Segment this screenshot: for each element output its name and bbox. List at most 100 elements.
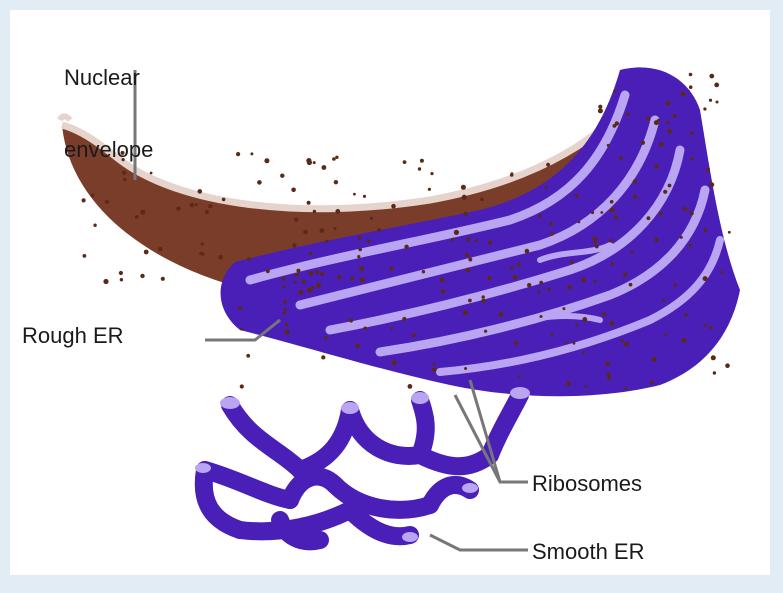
ribosome-dot	[283, 300, 287, 304]
ribosome-dot	[389, 267, 393, 271]
ribosome-dot	[538, 290, 541, 293]
ribosome-dot	[631, 250, 634, 253]
ribosome-dot	[624, 342, 629, 347]
ribosome-dot	[285, 323, 289, 327]
ribosome-dot	[462, 195, 467, 200]
ribosome-dot	[316, 283, 321, 288]
ribosome-dot	[575, 324, 578, 327]
ribosome-dot	[428, 188, 431, 191]
ribosome-dot	[609, 321, 614, 326]
ribosome-dot	[704, 229, 708, 233]
ribosome-dot	[464, 212, 468, 216]
ribosome-dot	[547, 288, 551, 292]
ribosome-dot	[510, 267, 513, 270]
ribosome-dot	[614, 215, 618, 219]
ribosome-dot	[709, 326, 713, 330]
ribosome-dot	[551, 333, 554, 336]
ribosome-dot	[320, 272, 324, 276]
ribosome-dot	[303, 230, 308, 235]
ribosome-dot	[709, 182, 714, 187]
ribosome-dot	[517, 262, 521, 266]
ribosome-dot	[295, 273, 299, 277]
ribosome-dot	[609, 239, 613, 243]
ribosome-dot	[690, 157, 693, 160]
ribosome-dot	[161, 277, 165, 281]
ribosome-dot	[480, 197, 484, 201]
ribosome-dot	[324, 336, 328, 340]
ribosome-dot	[335, 156, 338, 159]
ribosome-dot	[550, 232, 554, 236]
ribosome-dot	[538, 214, 541, 217]
ribosome-dot	[566, 381, 571, 386]
rough-er-label: Rough ER	[22, 324, 124, 348]
ribosome-dot	[728, 231, 731, 234]
ribosome-dot	[350, 276, 354, 280]
ribosome-dot	[703, 324, 706, 327]
leader-smooth-er	[430, 535, 528, 550]
ribosome-dot	[294, 218, 298, 222]
ribosome-dot	[606, 373, 611, 378]
ribosome-dot	[652, 357, 657, 362]
ribosome-dot	[721, 271, 724, 274]
ribosome-dot	[513, 275, 518, 280]
ribosome-dot	[674, 283, 677, 286]
ribosome-dot	[709, 74, 714, 79]
ribosome-dot	[322, 165, 327, 170]
ribosome-dot	[240, 384, 244, 388]
ribosome-dot	[83, 254, 87, 258]
ribosome-dot	[422, 270, 425, 273]
ribosome-dot	[510, 173, 514, 177]
ribosome-dot	[404, 245, 408, 249]
ribosome-dot	[484, 330, 487, 333]
ribosome-dot	[282, 285, 285, 288]
ribosome-dot	[562, 307, 565, 310]
ribosome-dot	[246, 354, 250, 358]
ribosome-dot	[313, 161, 316, 164]
ribosome-dot	[135, 215, 139, 219]
ribosome-dot	[420, 159, 424, 163]
ribosome-dot	[654, 164, 658, 168]
ribosome-dot	[565, 341, 568, 344]
ribosome-dot	[626, 113, 630, 117]
ribosome-dot	[358, 236, 362, 240]
ribosome-dot	[247, 257, 251, 261]
ribosome-dot	[487, 276, 491, 280]
ribosome-dot	[403, 160, 407, 164]
ribosome-dot	[624, 387, 627, 390]
ribosome-dot	[335, 209, 340, 214]
ribosome-dot	[461, 185, 466, 190]
ribosome-dot	[205, 210, 209, 214]
ribosome-dot	[481, 299, 485, 303]
ribosome-dot	[292, 243, 296, 247]
ribosome-dot	[440, 278, 445, 283]
ribosome-dot	[468, 258, 472, 262]
ribosome-dot	[355, 343, 359, 347]
ribosome-dot	[218, 255, 223, 260]
ribosome-dot	[605, 361, 610, 366]
ribosome-dot	[433, 363, 436, 366]
ribosome-dot	[539, 281, 543, 285]
smooth-er	[204, 395, 520, 541]
ribosome-dot	[418, 167, 421, 170]
ribosome-dot	[236, 152, 240, 156]
ribosome-dot	[567, 285, 572, 290]
ribosome-dot	[296, 269, 300, 273]
ribosome-dot	[593, 241, 596, 244]
ribosome-dot	[598, 108, 603, 113]
ribosome-dot	[475, 239, 478, 242]
ribosome-dot	[464, 367, 467, 370]
ribosome-dot	[307, 288, 312, 293]
ribosome-dot	[432, 368, 437, 373]
ribosome-dot	[709, 99, 712, 102]
ribosome-dot	[673, 114, 677, 118]
ribosome-dot	[320, 228, 325, 233]
ribosome-dot	[468, 299, 472, 303]
ribosome-dot	[659, 142, 664, 147]
ribosome-dot	[641, 141, 645, 145]
ribosome-dot	[581, 277, 586, 282]
ribosome-dot	[667, 129, 672, 134]
ribosome-dot	[662, 299, 665, 302]
ribosome-dot	[611, 262, 615, 266]
ribosome-dot	[358, 248, 362, 252]
ribosome-dot	[280, 174, 284, 178]
